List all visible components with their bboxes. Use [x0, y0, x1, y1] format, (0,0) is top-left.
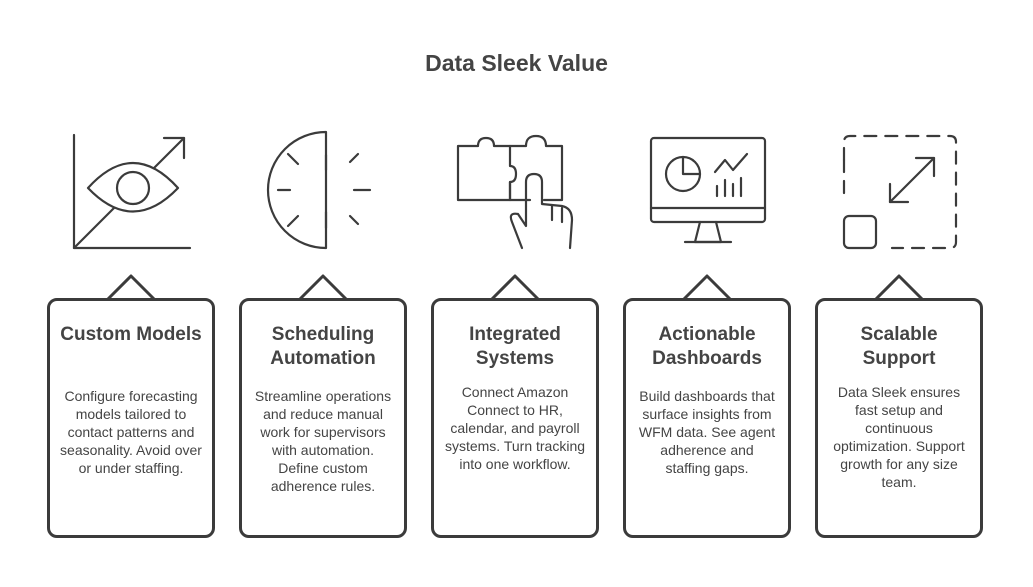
scale-expand-icon	[838, 130, 968, 255]
card-description: Streamline operations and reduce manual …	[254, 388, 392, 494]
diagram-title: Data Sleek Value	[425, 50, 608, 76]
card-actionable-dashboards: Actionable Dashboards Build dashboards t…	[623, 298, 791, 538]
card-notch	[680, 274, 734, 303]
monitor-dashboard-icon	[645, 130, 775, 255]
card-scalable-support: Scalable Support Data Sleek ensures fast…	[815, 298, 983, 538]
card-title: Scheduling Automation	[270, 324, 376, 369]
card-notch	[104, 274, 158, 303]
card-description: Configure forecasting models tailored to…	[60, 388, 202, 476]
card-description: Build dashboards that surface insights f…	[638, 388, 776, 476]
card-notch	[872, 274, 926, 303]
card-title: Custom Models	[60, 324, 202, 345]
card-title: Scalable Support	[860, 324, 938, 369]
card-description: Data Sleek ensures fast setup and contin…	[833, 384, 965, 490]
card-title: Integrated Systems	[469, 324, 561, 369]
card-scheduling-automation: Scheduling Automation Streamline operati…	[239, 298, 407, 538]
card-integrated-systems: Integrated Systems Connect Amazon Connec…	[431, 298, 599, 538]
card-title: Actionable Dashboards	[652, 324, 762, 369]
half-clock-icon	[258, 130, 388, 255]
card-description: Connect Amazon Connect to HR, calendar, …	[444, 384, 586, 472]
puzzle-hand-icon	[452, 130, 582, 255]
eye-chart-icon	[68, 130, 198, 255]
card-notch	[488, 274, 542, 303]
card-notch	[296, 274, 350, 303]
card-custom-models: Custom Models Configure forecasting mode…	[47, 298, 215, 538]
